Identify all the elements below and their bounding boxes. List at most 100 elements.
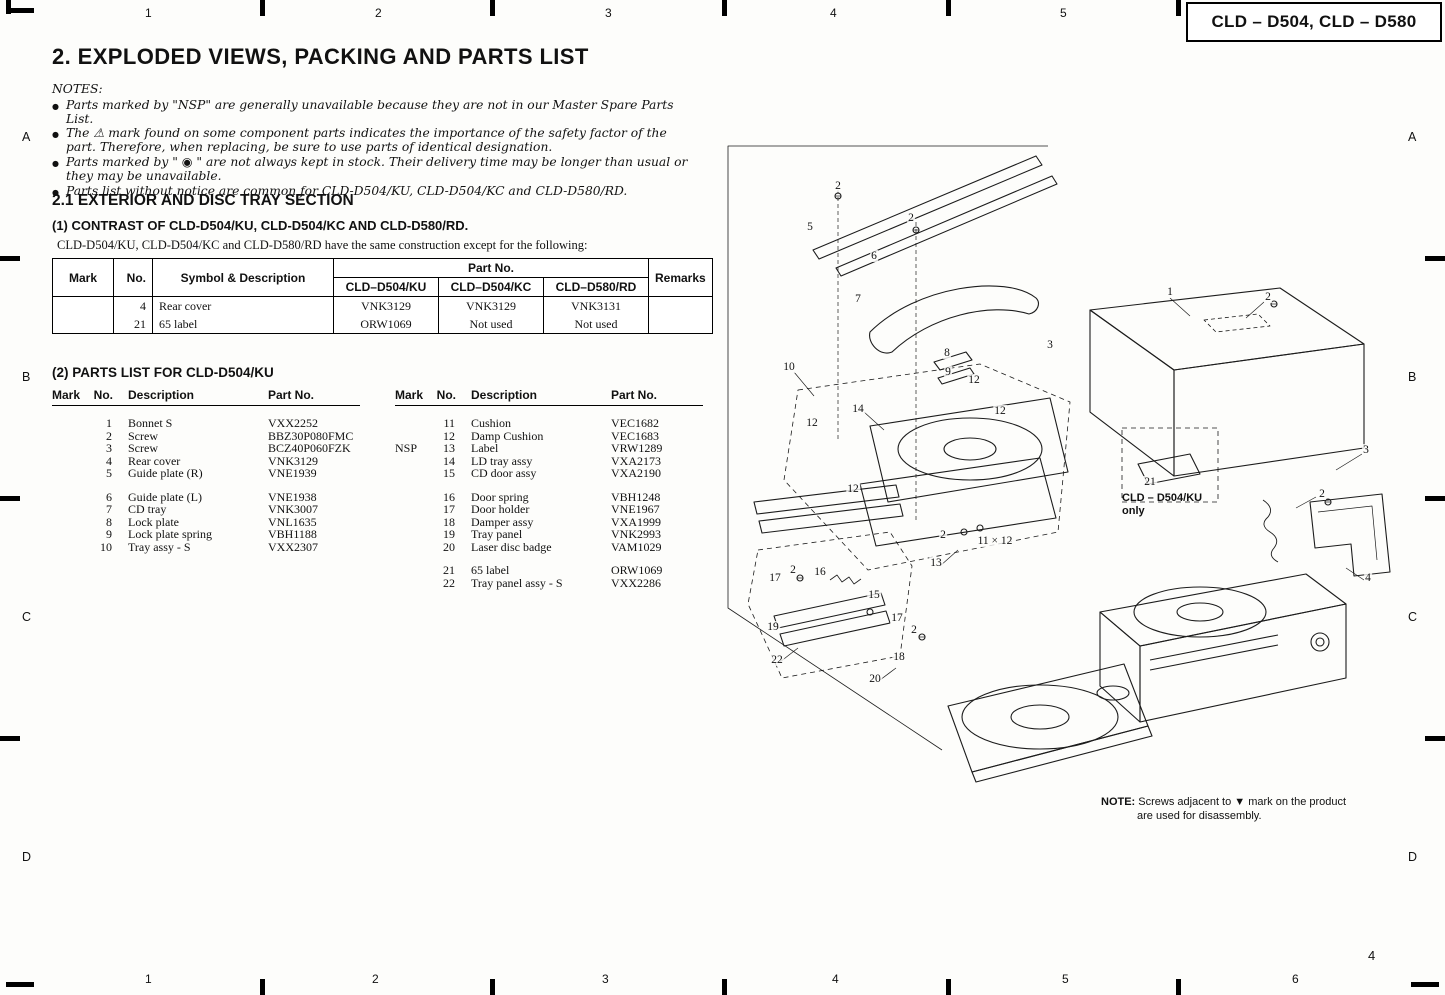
parts-cell-desc: Tray assy - S	[128, 539, 191, 554]
parts-cell-desc: 65 label	[471, 563, 510, 577]
diagram-callout: 12	[967, 374, 981, 386]
contrast-header-no: No.	[113, 258, 153, 297]
page-number: 4	[1368, 948, 1376, 963]
variant-only-line1: CLD – D504/KU	[1122, 492, 1203, 504]
parts-cell-part: BBZ30P080FMC	[268, 428, 354, 443]
parts-cell-mark	[52, 491, 90, 504]
parts-cell-part: VAM1029	[611, 539, 662, 554]
margin-letter-right: C	[1408, 610, 1418, 624]
note-item: Parts list without notice are common for…	[52, 184, 692, 199]
contrast-cell-ku: VNK3129	[333, 296, 439, 315]
diagram-callout: 15	[867, 589, 881, 601]
registration-mark	[6, 0, 11, 14]
registration-mark	[490, 0, 495, 16]
parts-cell-part: VXA1999	[611, 514, 661, 529]
ruler-number-top: 5	[1060, 6, 1067, 20]
diagram-callout: 18	[892, 651, 906, 663]
parts-cell-mark	[52, 430, 90, 443]
parts-cell-desc: Guide plate (L)	[128, 489, 202, 504]
registration-mark	[0, 736, 20, 741]
diagram-callout: 1	[1166, 286, 1174, 298]
registration-mark	[6, 8, 34, 13]
parts-cell-no: 16	[443, 489, 455, 504]
diagram-callout: 2	[939, 529, 947, 541]
parts-cell-part: VNK3007	[268, 502, 318, 516]
parts-cell-desc: CD tray	[128, 502, 167, 516]
parts-cell-part: VXA2190	[611, 466, 661, 480]
parts-cell-no: 22	[443, 575, 455, 590]
margin-letter-right: A	[1408, 130, 1417, 144]
parts-cell-no: 9	[106, 527, 112, 541]
diagram-callout: 10	[782, 361, 796, 373]
registration-mark	[722, 979, 727, 995]
diagram-callout: 6	[870, 250, 878, 262]
parts-cell-desc: Screw	[128, 428, 158, 443]
margin-letter-left: B	[22, 370, 31, 384]
parts-header-mark: Mark	[52, 388, 81, 402]
note-item: Parts marked by " ◉ " are not always kep…	[52, 155, 692, 184]
parts-cell-no: 10	[100, 539, 112, 554]
parts-cell-no: 3	[106, 441, 112, 455]
notes-list: Parts marked by "NSP" are generally unav…	[52, 98, 692, 199]
parts-cell-mark	[52, 541, 90, 554]
parts-cell-part: VXX2286	[611, 575, 661, 590]
diagram-callout: 7	[854, 293, 862, 305]
diagram-callout: 12	[805, 417, 819, 429]
parts-cell-part: VNE1938	[268, 489, 317, 504]
parts-cell-mark	[395, 541, 433, 554]
contrast-cell-ku: ORW1069	[333, 315, 439, 334]
parts-cell-mark	[395, 455, 433, 468]
parts-cell-mark	[52, 528, 90, 541]
page-title: 2. EXPLODED VIEWS, PACKING AND PARTS LIS…	[52, 44, 589, 69]
model-header-box: CLD – D504, CLD – D580	[1186, 2, 1442, 42]
parts-cell-no: 7	[106, 502, 112, 516]
parts-cell-desc: Bonnet S	[128, 416, 173, 430]
parts-header-row: Mark No. Description Part No.	[395, 388, 703, 406]
note-item: Parts marked by "NSP" are generally unav…	[52, 98, 692, 127]
registration-mark	[0, 496, 20, 501]
parts-cell-part: VXX2252	[268, 416, 318, 430]
parts-header-row: Mark No. Description Part No.	[52, 388, 360, 406]
diagram-callout: 2	[1318, 488, 1326, 500]
model-header-title: CLD – D504, CLD – D580	[1211, 12, 1417, 31]
diagram-callout: 11 × 12	[976, 535, 1014, 547]
contrast-cell-rd: Not used	[543, 315, 649, 334]
diagram-callout: 17	[890, 612, 904, 624]
registration-mark	[1425, 256, 1445, 261]
diagram-callout: 3	[1046, 339, 1054, 351]
margin-letter-right: D	[1408, 850, 1418, 864]
disassembly-note-line1: Screws adjacent to ▼ mark on the product	[1138, 796, 1347, 808]
ruler-number-top: 4	[830, 6, 837, 20]
diagram-callout: 19	[766, 621, 780, 633]
parts-cell-desc: Tray panel	[471, 527, 523, 541]
margin-letter-left: D	[22, 850, 32, 864]
parts-cell-mark	[395, 577, 433, 590]
parts-header-desc: Description	[128, 388, 195, 402]
parts-cell-mark	[395, 467, 433, 480]
parts-cell-mark	[395, 516, 433, 529]
parts-cell-no: 19	[443, 527, 455, 541]
parts-cell-desc: Rear cover	[128, 453, 181, 468]
contrast-cell-rd: VNK3131	[543, 296, 649, 315]
parts-cell-desc: LD tray assy	[471, 453, 533, 468]
registration-mark	[722, 0, 727, 16]
registration-mark	[260, 979, 265, 995]
diagram-callout: 2	[789, 564, 797, 576]
